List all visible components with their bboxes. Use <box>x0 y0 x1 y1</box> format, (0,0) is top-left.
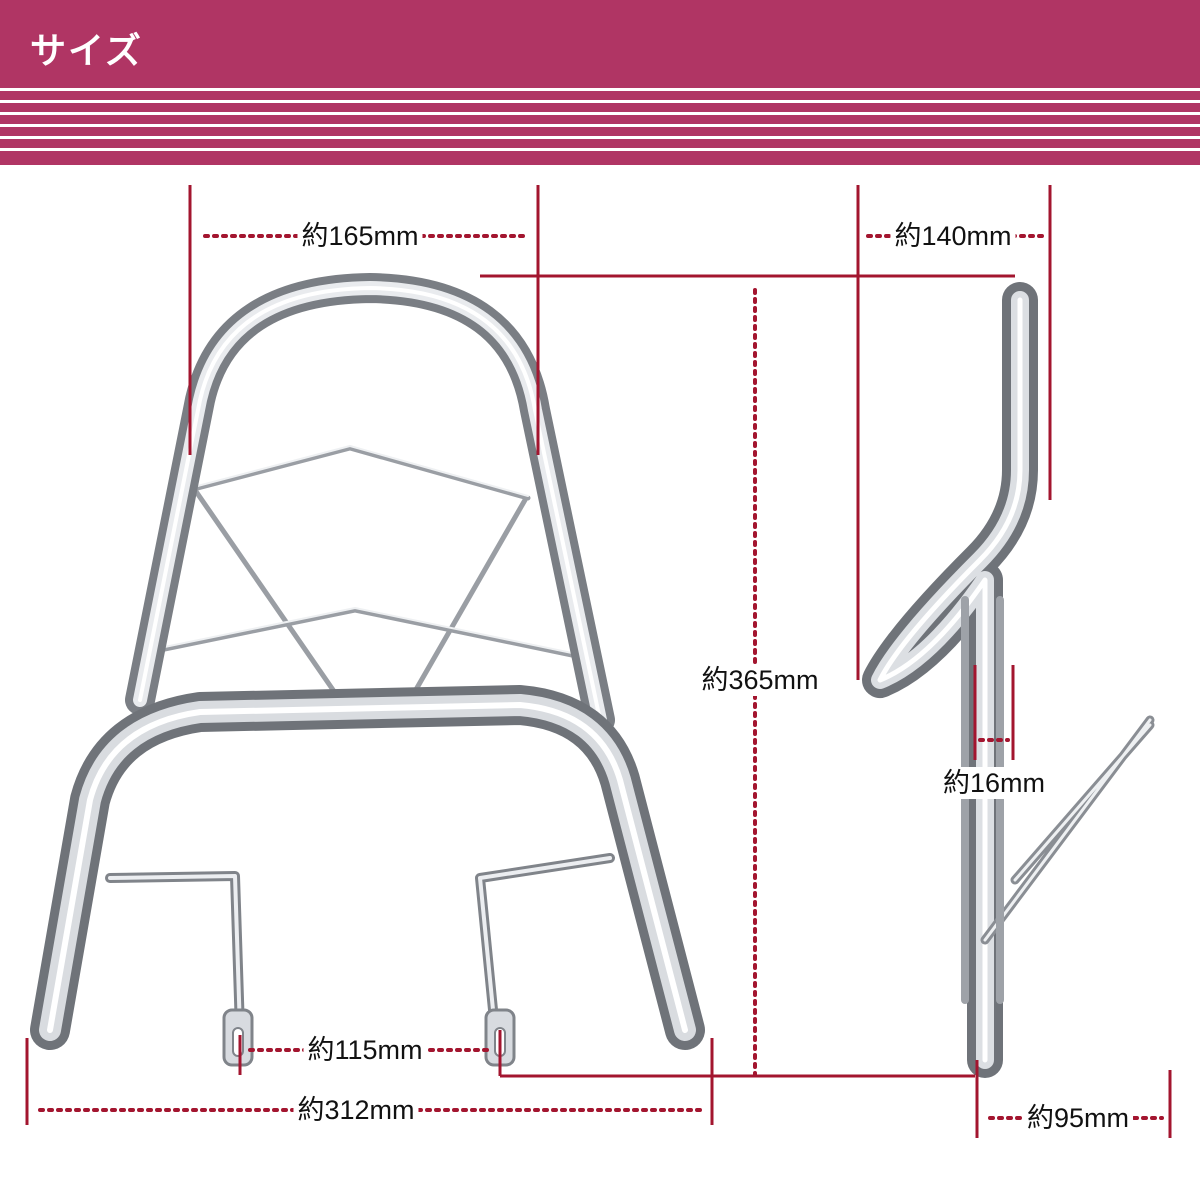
header-stripe <box>0 88 1200 91</box>
rack-mount-bracket-left <box>105 871 254 1067</box>
dimension-label-top-width: 約165mm <box>297 220 423 252</box>
header-stripe <box>0 112 1200 115</box>
rack-wire-frame <box>147 445 575 703</box>
header-title: サイズ <box>30 31 143 72</box>
dimension-label-height: 約365mm <box>697 664 823 696</box>
header-banner: サイズ <box>0 0 1200 165</box>
header-stripe <box>0 148 1200 151</box>
rack-front-view <box>30 273 705 1067</box>
header-stripe <box>0 100 1200 103</box>
dimension-label-bottom-width: 約312mm <box>293 1094 419 1126</box>
header-stripe <box>0 124 1200 127</box>
header-stripe <box>0 136 1200 139</box>
rack-lower-frame <box>30 685 705 1050</box>
rack-main-hoop <box>125 273 615 735</box>
dimension-label-side-bottom: 約95mm <box>1022 1102 1134 1134</box>
dimension-label-bottom-inner: 約115mm <box>303 1034 427 1066</box>
dimension-label-side-top: 約140mm <box>890 220 1016 252</box>
dimension-label-tube: 約16mm <box>938 767 1050 799</box>
rack-side-view <box>862 282 1155 1078</box>
